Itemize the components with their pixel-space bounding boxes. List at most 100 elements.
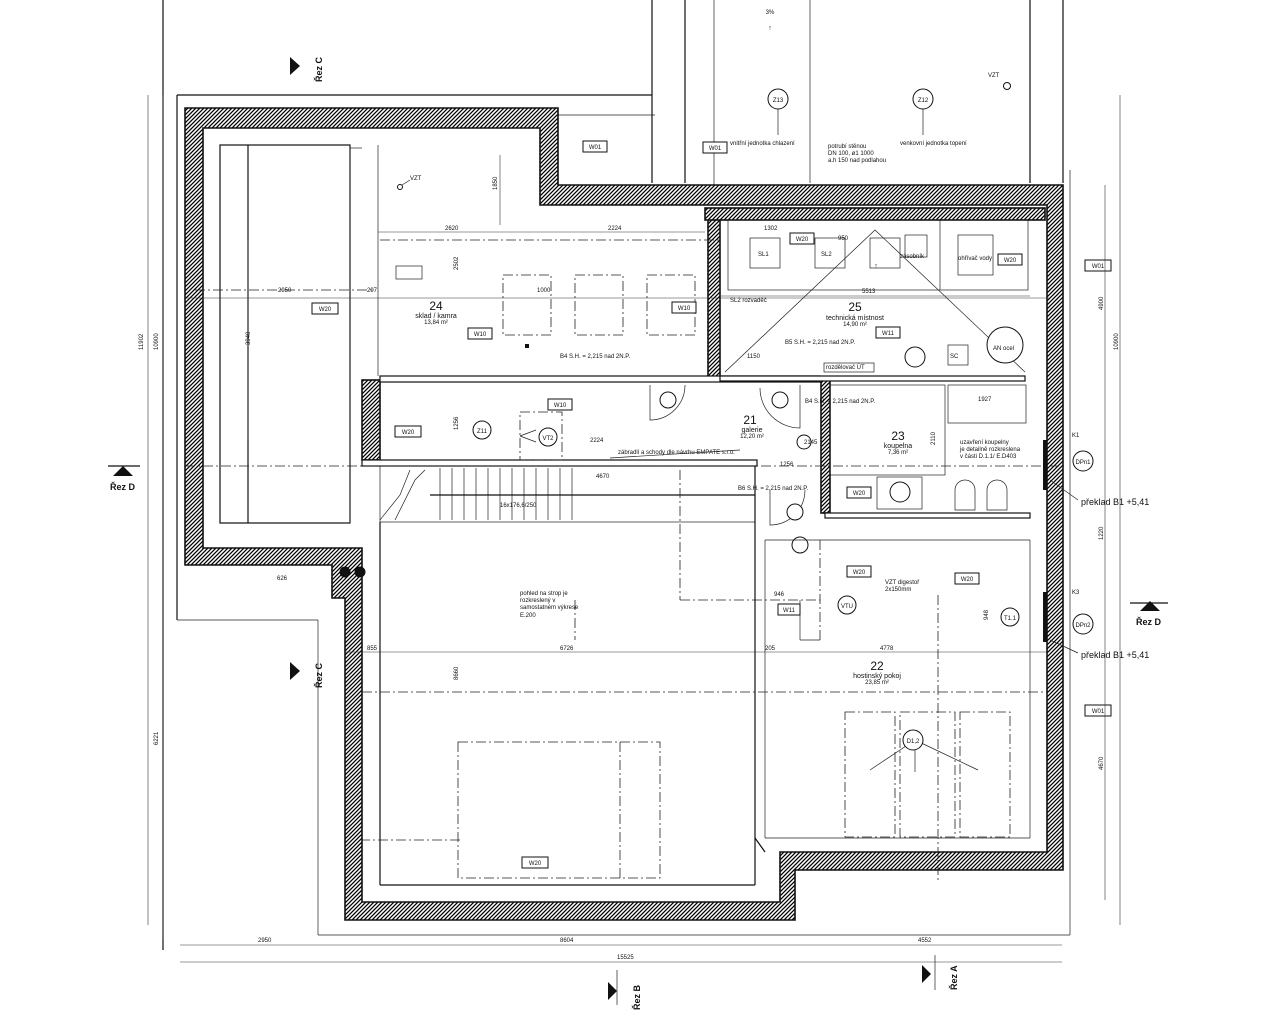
dim-10900: 10900: [154, 333, 160, 350]
dpn3-label: D1,2: [907, 739, 920, 745]
lintel-note-1: překlad B1 +5,41: [1081, 497, 1149, 507]
dim-6718: 4670: [596, 474, 610, 480]
dim-3940: 3940: [246, 331, 252, 345]
dim-5513: 5513: [862, 289, 876, 295]
dim-8604: 8604: [560, 938, 574, 944]
tag-w01-right: W01: [1092, 264, 1105, 270]
dpn2-label: DPn2: [1075, 623, 1091, 629]
vzt-label-2: VZT: [988, 73, 1000, 79]
dim-r-1220: 1220: [1099, 526, 1105, 540]
room-21-area: 12,20 m²: [740, 434, 764, 440]
dim-1256b: 1256: [454, 416, 460, 430]
tag-w20-bath: W20: [853, 491, 866, 497]
section-d-left-label: Řez D: [110, 481, 136, 492]
window-tags: W01 W01 W20 W10 W10 W20 W11 W20 W01 W20 …: [311, 140, 1112, 869]
an-label: AN ocel: [993, 346, 1014, 352]
tag-w03-tech: W20: [1004, 258, 1017, 264]
section-c-top-label: Řez C: [313, 56, 324, 82]
section-c-bottom-label: Řez C: [313, 662, 324, 688]
section-d-right-label: Řez D: [1136, 616, 1162, 627]
room-24-name: sklad / kamra: [415, 313, 457, 320]
dim-855: 855: [367, 646, 378, 652]
room-22-name: hostinský pokoj: [853, 673, 901, 680]
unit-heating-label: venkovní jednotka topení: [900, 141, 967, 147]
tag-w11-tech: W11: [882, 331, 895, 337]
sl2-label: SL2: [821, 252, 832, 258]
pipe-note-1: potrubí stěnou: [828, 144, 866, 150]
room-22-hostinsky-pokoj: D1,2 22 hostinský pokoj 23,85 m² VZT dig…: [679, 470, 1031, 839]
dimension-lines: 2950 8604 4552 15525 2950 297 1000 2620 …: [139, 95, 1121, 963]
sc-label: SC: [950, 354, 959, 360]
arrow-up-top: ↑: [768, 25, 772, 32]
dim-11902: 11902: [139, 333, 145, 350]
dim-6221: 6221: [154, 731, 160, 745]
dim-8660: 8660: [454, 666, 460, 680]
section-b-label: Řez B: [631, 984, 642, 1010]
tag-w01-top: W01: [589, 145, 602, 151]
room-22-number: 22: [870, 659, 884, 673]
v2-label: VT2: [542, 436, 554, 442]
section-a-label: Řez A: [948, 965, 959, 990]
bath-note-3: v části D.1.1/ E.D403: [960, 454, 1017, 460]
b-lintel-4: B6 S.H. = 2,215 nad 2N.P.: [738, 486, 808, 492]
dim-1850: 1850: [493, 176, 499, 190]
tag-w20-left: W20: [319, 307, 332, 313]
dim-1150: 1150: [747, 354, 761, 360]
tag-w01-top2: W01: [709, 146, 722, 152]
up-arrow: ↑: [874, 263, 878, 270]
z12-label: Z12: [918, 98, 929, 104]
ceiling-note-1: pohled na strop je: [520, 591, 568, 597]
ceiling-note-2: rozkreslený v: [520, 598, 555, 604]
t1-label: T1.1: [1004, 616, 1017, 622]
lintel-note-2: překlad B1 +5,41: [1081, 650, 1149, 660]
dim-2620: 2620: [445, 226, 459, 232]
dim-2501: 950: [838, 236, 849, 242]
tag-w10-24b: W10: [678, 306, 691, 312]
ceiling-note-3: samostatném výkrese: [520, 605, 579, 611]
dim-1927: 1927: [978, 397, 992, 403]
room-25-number: 25: [848, 300, 862, 314]
tag-w10-galerie: W10: [554, 403, 567, 409]
right-side-details: DPn1 DPn2 K1 K3 překlad B1 +5,41 překlad…: [339, 433, 1149, 660]
dim-946: 946: [774, 592, 785, 598]
room-24-area: 13,84 m²: [424, 320, 448, 326]
room-24-number: 24: [429, 299, 443, 313]
dim-2950b: 2950: [278, 288, 292, 294]
dim-r-4670: 4670: [1099, 756, 1105, 770]
pipe-note-3: a.h 150 nad podlahou: [828, 158, 886, 164]
lower-open-area: pohled na strop je rozkreslený v samosta…: [345, 466, 1047, 886]
room-24-sklad: 24 sklad / kamra 13,84 m² B4 S.H. = 2,21…: [377, 145, 720, 376]
slope-label: 3%: [766, 10, 775, 16]
b-lintel-3: B4 S.H. = 2,215 nad 2N.P.: [805, 399, 875, 405]
section-c-bottom-marker: [290, 662, 300, 680]
room-23-number: 23: [891, 429, 905, 443]
section-c-top-marker: [290, 57, 300, 75]
dim-15525: 15525: [617, 955, 634, 961]
room-23-name: koupelna: [884, 443, 913, 450]
sl1-label: SL1: [758, 252, 769, 258]
dim-4552: 4552: [918, 938, 932, 944]
dim-1256: 1256: [780, 462, 794, 468]
b-lintel-1: B4 S.H. = 2,215 nad 2N.P.: [560, 354, 630, 360]
k1-label: K1: [1072, 433, 1080, 439]
tag-w20-guest2: W20: [961, 577, 974, 583]
section-d-right-marker: [1140, 601, 1160, 611]
b-lintel-2: B5 S.H. = 2,215 nad 2N.P.: [785, 340, 855, 346]
section-b-marker: [608, 982, 617, 1000]
ohrev-label: ohřívač vody: [958, 256, 992, 262]
room-25-area: 14,90 m²: [843, 322, 867, 328]
room-21-galerie: 21 galerie 12,20 m² zábradlí a schody dl…: [472, 384, 875, 461]
dim-297: 297: [367, 288, 378, 294]
dim-6726: 6726: [560, 646, 574, 652]
k3-label: K3: [1072, 590, 1080, 596]
dim-2145: 2145: [804, 440, 818, 446]
dim-2950: 2950: [258, 938, 272, 944]
tag-w10-24: W10: [474, 332, 487, 338]
pipe-note-2: DN 100, ø1 1000: [828, 151, 874, 157]
room-22-area: 23,85 m²: [865, 680, 889, 686]
sl-rozvadec-label: SL2 rozvaděč: [730, 298, 767, 304]
tag-w20-bottom: W20: [529, 861, 542, 867]
vtu-label: VTU: [841, 604, 853, 610]
bath-note-1: uzavření koupelny: [960, 440, 1009, 446]
